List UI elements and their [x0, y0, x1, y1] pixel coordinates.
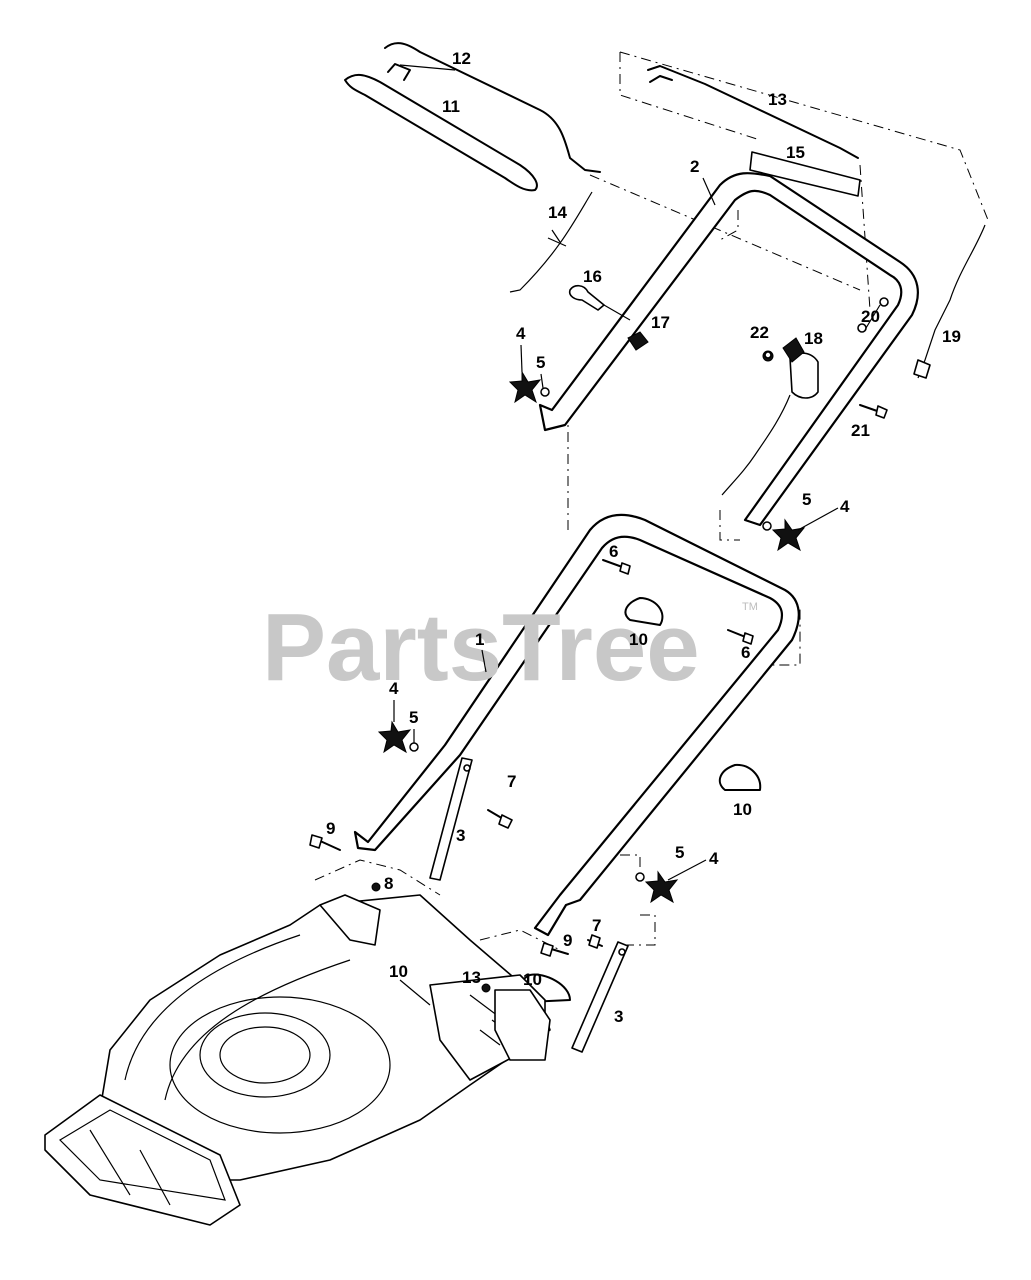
mower-deck [44, 894, 551, 1226]
deck-bracket-right [481, 983, 551, 1061]
cable-19 [913, 224, 986, 379]
bolt-9-right [540, 942, 569, 957]
bail-11 [344, 74, 538, 192]
callout-13: 13 [768, 90, 787, 109]
callout-3: 3 [614, 1007, 623, 1026]
callout-4: 4 [389, 679, 399, 698]
callout-labels: 12 11 13 15 2 14 16 17 4 5 22 18 20 19 2… [326, 49, 961, 1026]
callout-7: 7 [592, 916, 601, 935]
callout-9: 9 [563, 931, 572, 950]
callout-5: 5 [675, 843, 684, 862]
callout-10: 10 [629, 630, 648, 649]
callout-3: 3 [456, 826, 465, 845]
callout-18: 18 [804, 329, 823, 348]
bolt-7-right [587, 934, 603, 949]
lower-handle-1 [353, 513, 800, 937]
label-plate-15 [749, 151, 861, 197]
deck-bracket-left [319, 882, 381, 946]
cable-14 [509, 191, 593, 293]
bracket-3-left [429, 757, 473, 881]
callout-6: 6 [609, 542, 618, 561]
knob-4-upper-left [508, 370, 550, 404]
guide-lines [314, 51, 989, 951]
clip-17 [627, 331, 649, 351]
callout-14: 14 [548, 203, 567, 222]
clip-10-right [718, 763, 762, 791]
bolt-9-left [309, 834, 341, 851]
bolt-7-left [487, 809, 513, 829]
callout-9: 9 [326, 819, 335, 838]
callout-1: 1 [475, 630, 484, 649]
callout-10: 10 [733, 800, 752, 819]
control-bar-13 [647, 65, 859, 159]
control-bar-12 [384, 42, 601, 173]
knob-4-lower-right [635, 870, 679, 904]
callout-7: 7 [507, 772, 516, 791]
callout-16: 16 [583, 267, 602, 286]
watermark-trademark: TM [742, 601, 758, 613]
bracket-3-right [571, 941, 629, 1053]
callout-13: 13 [462, 968, 481, 987]
callout-5: 5 [409, 708, 418, 727]
watermark-text: PartsTree [262, 594, 700, 701]
callout-4: 4 [709, 849, 719, 868]
callout-5: 5 [802, 490, 811, 509]
callout-11: 11 [442, 97, 460, 116]
callout-15: 15 [786, 143, 805, 162]
clip-10-upper [624, 597, 664, 626]
callout-12: 12 [452, 49, 471, 68]
bolt-6-lower [727, 629, 754, 645]
callout-6: 6 [741, 643, 750, 662]
callout-19: 19 [942, 327, 961, 346]
bolt-21 [859, 404, 888, 419]
callout-5: 5 [536, 353, 545, 372]
callout-22: 22 [750, 323, 769, 342]
nut-22 [764, 351, 772, 359]
throttle-control-18 [721, 337, 819, 496]
callout-10: 10 [389, 962, 408, 981]
callout-4: 4 [516, 324, 526, 343]
callout-21: 21 [851, 421, 870, 440]
callout-2: 2 [690, 157, 699, 176]
callout-17: 17 [651, 313, 670, 332]
knob-4-upper-right [762, 518, 806, 552]
callout-4: 4 [840, 497, 850, 516]
upper-handle-2 [538, 172, 919, 527]
callout-8: 8 [384, 874, 393, 893]
bolt-6-upper [602, 559, 631, 575]
callout-10: 10 [523, 970, 542, 989]
leader-lines [393, 64, 881, 1006]
cable-end-16 [568, 284, 631, 321]
